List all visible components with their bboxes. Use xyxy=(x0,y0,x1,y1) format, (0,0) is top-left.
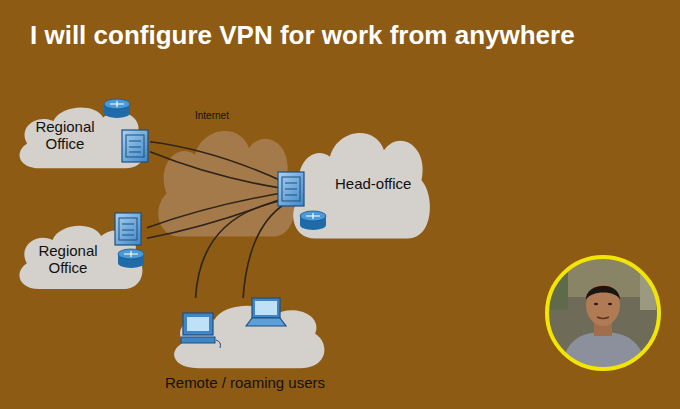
cloud-node: Remote / roaming users xyxy=(150,298,340,394)
presenter-photo xyxy=(547,257,659,372)
node-label: Internet xyxy=(195,110,255,122)
page-title: I will configure VPN for work from anywh… xyxy=(30,20,575,51)
router-symbol xyxy=(300,211,326,230)
cloud-outline xyxy=(174,306,324,368)
vpn-link xyxy=(243,204,285,298)
node-label: Regional Office xyxy=(33,242,103,276)
firewall-symbol xyxy=(278,172,304,206)
vpn-link xyxy=(147,198,285,239)
node-label: Regional Office xyxy=(30,118,100,152)
vpn-link xyxy=(150,152,285,189)
router-symbol xyxy=(118,249,144,268)
node-label: Remote / roaming users xyxy=(150,374,340,391)
vpn-link xyxy=(150,142,285,183)
vpn-link xyxy=(196,200,285,298)
laptop-symbol xyxy=(246,298,286,326)
firewall-symbol xyxy=(122,130,148,162)
node-label: Head-office xyxy=(335,175,435,192)
desktop-symbol xyxy=(181,313,221,348)
router-symbol xyxy=(104,99,130,118)
firewall-symbol xyxy=(115,213,141,245)
vpn-link xyxy=(147,193,285,228)
